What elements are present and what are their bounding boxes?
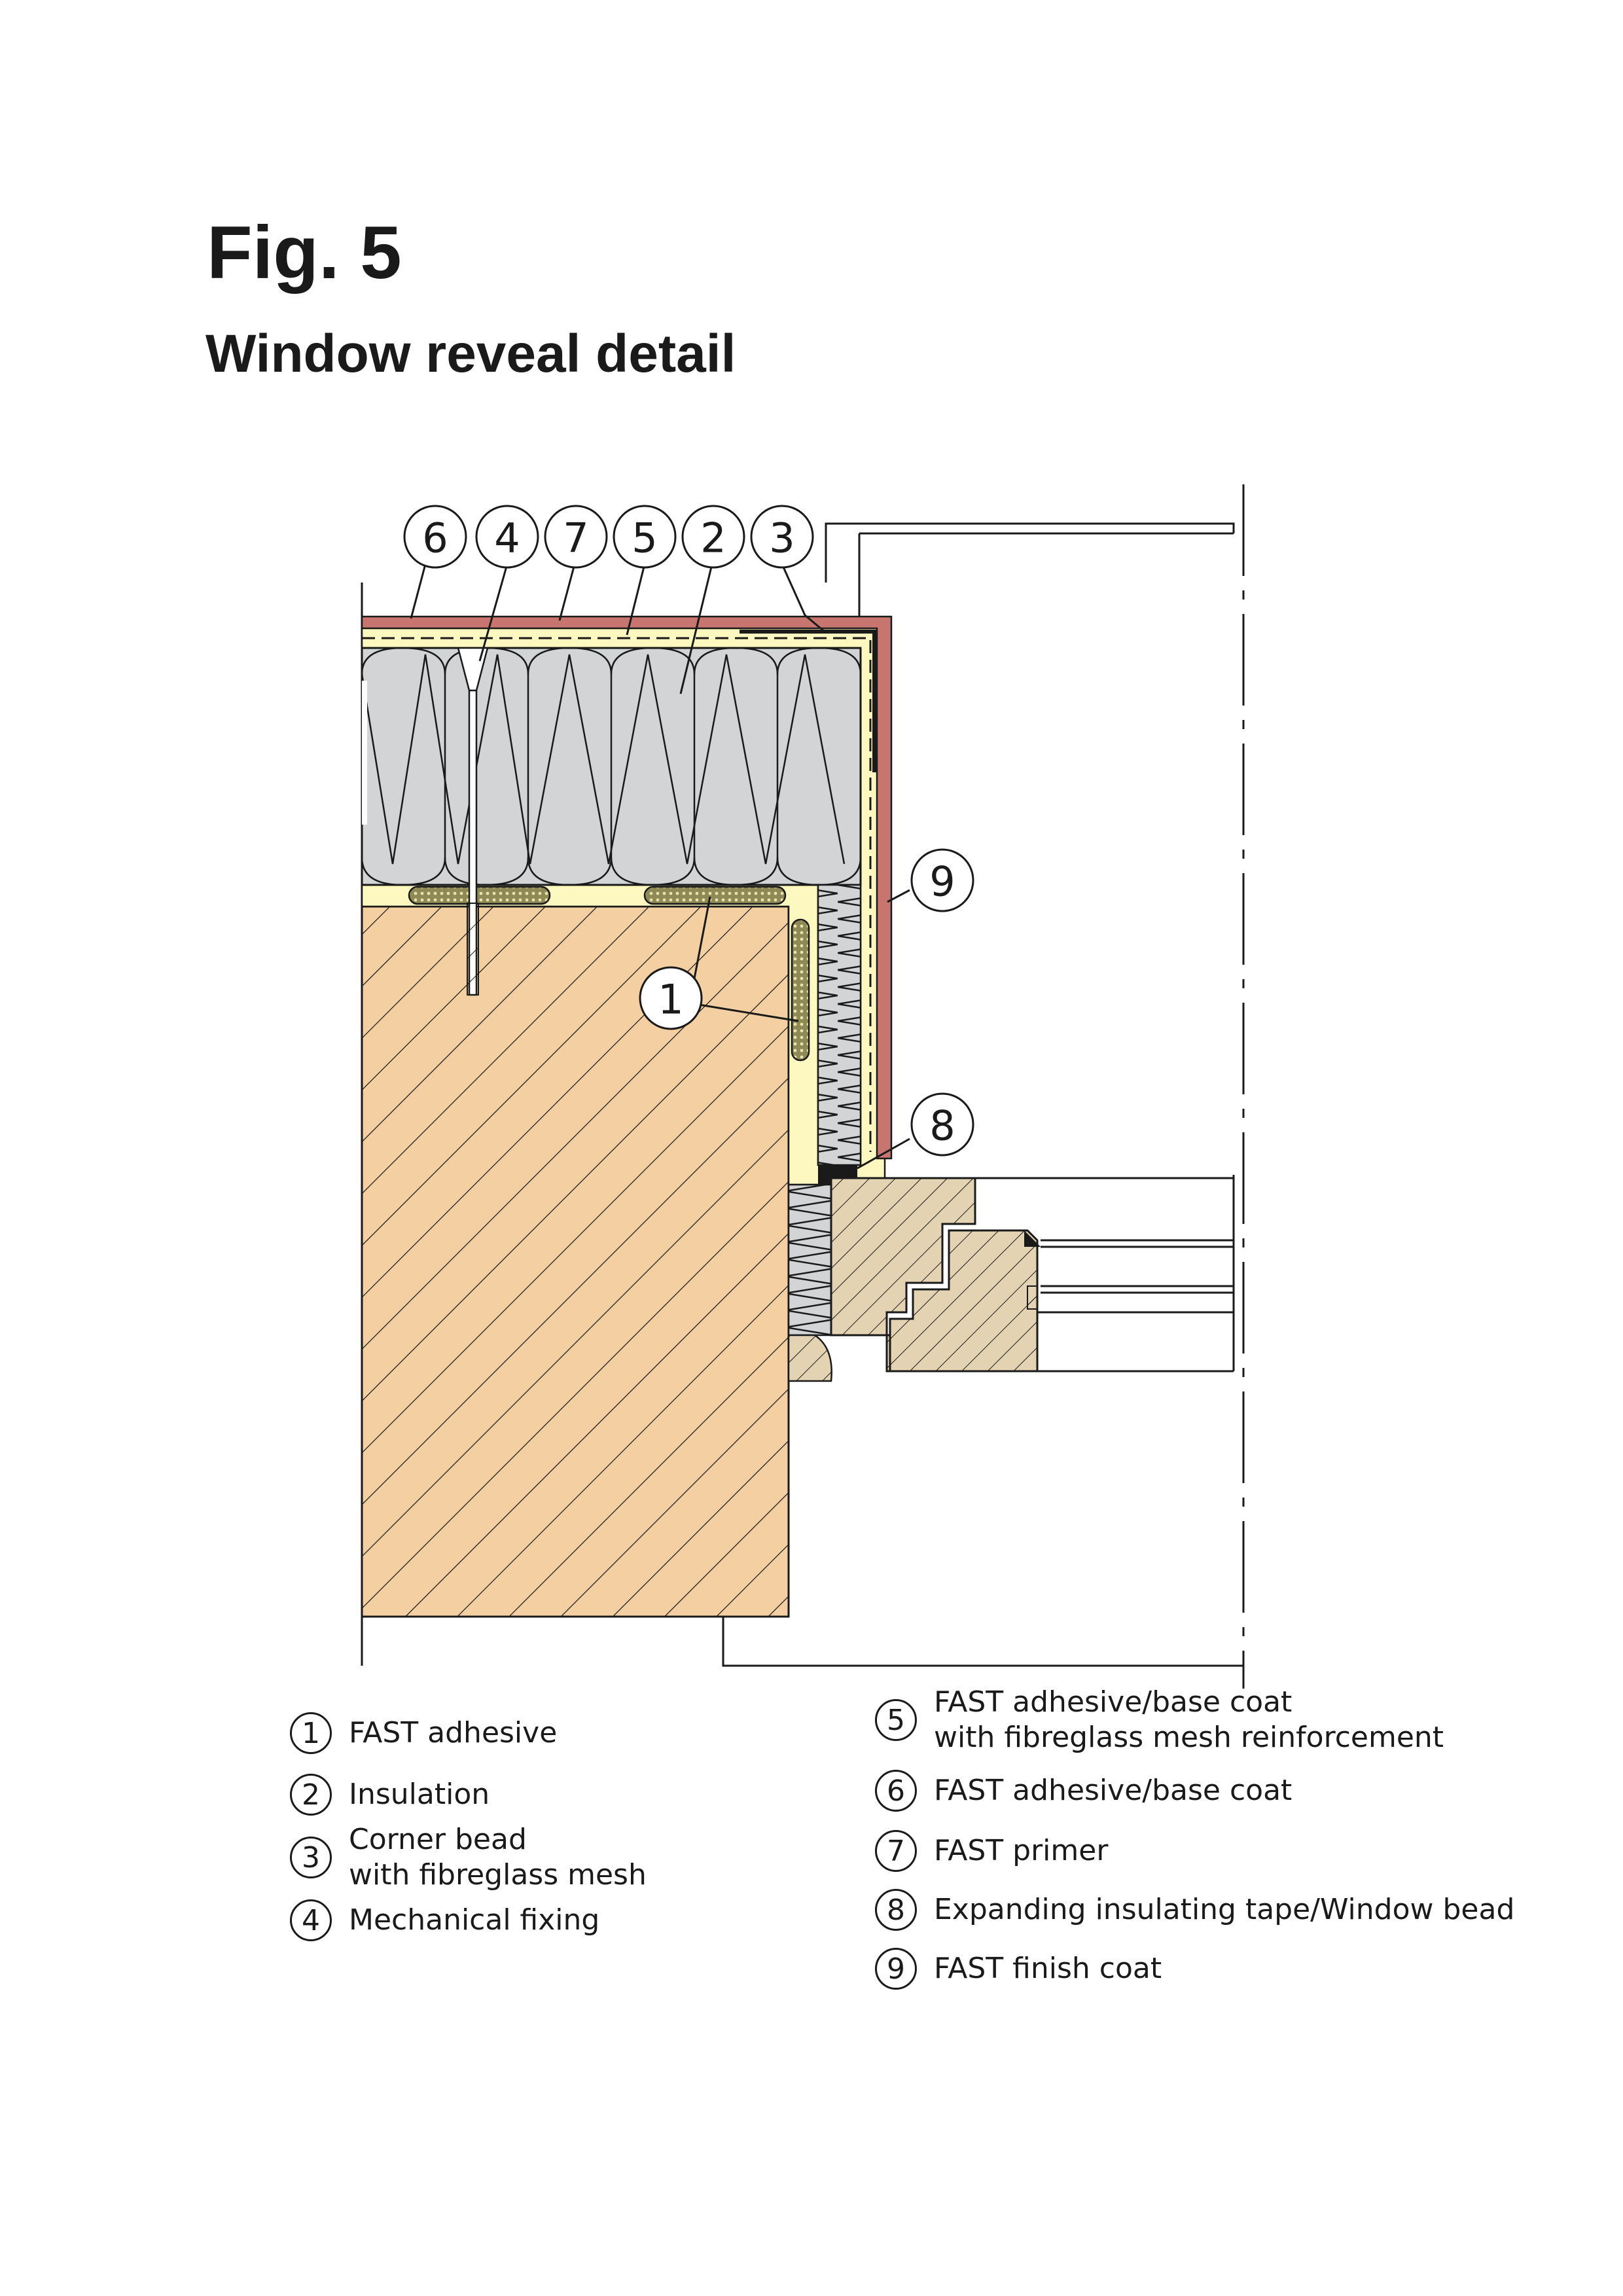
- callout-circle-7: [544, 505, 608, 569]
- callout-2: 2: [700, 514, 726, 562]
- legend-item-8: 8 Expanding insulating tape/Window bead: [875, 1889, 1514, 1931]
- glazing: [975, 1175, 1235, 1372]
- legend-item-5: 5 FAST adhesive/base coat with fibreglas…: [875, 1685, 1444, 1755]
- figure-title: Fig. 5: [207, 211, 402, 295]
- legend-num: 3: [290, 1837, 332, 1878]
- legend-text: Corner bead with fibreglass mesh: [349, 1823, 647, 1892]
- legend-num: 6: [875, 1770, 917, 1812]
- legend-num: 7: [875, 1830, 917, 1872]
- expanding-tape: [787, 1183, 832, 1382]
- legend-text: FAST adhesive: [349, 1716, 558, 1749]
- mesh-reinforcement: [362, 637, 872, 1152]
- legend-num: 2: [290, 1774, 332, 1816]
- legend-text: Mechanical fixing: [349, 1903, 600, 1937]
- callout-7: 7: [563, 514, 588, 562]
- reveal-insulation: [817, 884, 862, 1166]
- callout-4: 4: [494, 514, 520, 562]
- legend-item-2: 2 Insulation: [290, 1774, 490, 1816]
- callout-circle-1: [639, 966, 703, 1030]
- legend-text: Insulation: [349, 1778, 490, 1811]
- callout-circle-6: [403, 505, 467, 569]
- corner-bead: [740, 630, 876, 772]
- legend-num: 4: [290, 1899, 332, 1941]
- adhesive-dabs: [408, 886, 810, 1062]
- finish-coat-layer: [361, 615, 893, 1160]
- figure-subtitle: Window reveal detail: [205, 324, 736, 384]
- leader-lines: [410, 564, 910, 1170]
- window-frame: [830, 1177, 1041, 1372]
- masonry-wall: [361, 905, 790, 1618]
- callout-1: 1: [658, 976, 683, 1024]
- callout-circle-4: [475, 505, 539, 569]
- legend-item-1: 1 FAST adhesive: [290, 1712, 557, 1754]
- legend-num: 5: [875, 1699, 917, 1741]
- legend-text: FAST adhesive/base coat: [934, 1774, 1293, 1807]
- callout-circle-2: [681, 505, 745, 569]
- legend-item-7: 7 FAST primer: [875, 1830, 1108, 1872]
- callout-5: 5: [632, 514, 657, 562]
- callout-8: 8: [929, 1102, 955, 1150]
- legend-num: 1: [290, 1712, 332, 1754]
- legend-item-4: 4 Mechanical fixing: [290, 1899, 599, 1941]
- callout-circle-5: [613, 505, 677, 569]
- insulation-board: [361, 647, 862, 886]
- callout-circle-3: [750, 505, 814, 569]
- legend-text: FAST finish coat: [934, 1952, 1162, 1985]
- callout-circle-8: [910, 1092, 974, 1157]
- legend-num: 8: [875, 1889, 917, 1931]
- legend-text: Expanding insulating tape/Window bead: [934, 1893, 1515, 1926]
- legend-num: 9: [875, 1948, 917, 1990]
- legend-text: FAST adhesive/base coat with fibreglass …: [934, 1685, 1444, 1754]
- callout-9: 9: [929, 858, 955, 906]
- callouts: [403, 505, 974, 1157]
- legend-item-9: 9 FAST finish coat: [875, 1948, 1162, 1990]
- callout-labels: 6 4 7 5 2 3 9 1 8: [422, 514, 955, 1150]
- callout-circle-9: [910, 848, 974, 912]
- legend-item-3: 3 Corner bead with fibreglass mesh: [290, 1822, 647, 1893]
- legend-item-6: 6 FAST adhesive/base coat: [875, 1770, 1292, 1812]
- legend-text: FAST primer: [934, 1834, 1109, 1867]
- callout-6: 6: [422, 514, 448, 562]
- callout-3: 3: [769, 514, 794, 562]
